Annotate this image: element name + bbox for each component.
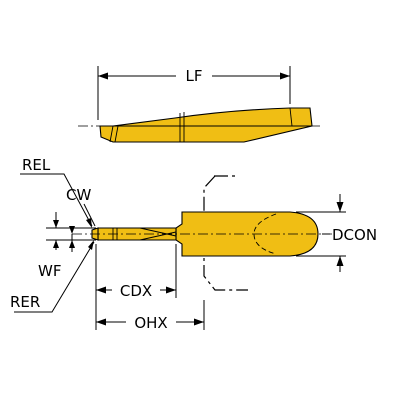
rel-annotation: REL <box>20 156 93 228</box>
cdx-label: CDX <box>120 282 152 300</box>
ohx-arrow-right <box>194 318 204 326</box>
ohx-label: OHX <box>134 314 167 332</box>
dcon-arrow-bottom <box>336 256 344 266</box>
cw-arrow-bottom <box>53 240 59 248</box>
lf-dimension: LF <box>97 64 291 120</box>
cdx-arrow-right <box>166 286 176 294</box>
neck-taper-1 <box>139 227 177 237</box>
rer-leader <box>14 241 95 313</box>
ohx-arrow-left <box>96 318 106 326</box>
lf-label-bg <box>176 64 212 86</box>
cw-annotation: CW <box>66 186 96 227</box>
dcon-dimension: DCON <box>296 194 377 272</box>
holder-phantom-bottom <box>203 240 248 291</box>
ohx-label-bg <box>126 312 176 332</box>
cw-label: CW <box>66 186 91 204</box>
top-view-tip <box>99 125 313 143</box>
ohx-dimension: OHX <box>96 300 205 332</box>
cdx-arrow-left <box>96 286 106 294</box>
cdx-label-bg <box>112 280 160 300</box>
holder-phantom-top <box>203 175 216 228</box>
wf-arrow-top <box>69 226 75 234</box>
top-view-end-edge <box>289 107 293 127</box>
side-view <box>72 175 332 291</box>
cw-label-leader <box>83 203 96 227</box>
top-view <box>78 107 320 143</box>
cdx-dimension: CDX <box>95 244 177 330</box>
lf-label: LF <box>186 67 203 85</box>
rer-annotation: RER <box>10 240 95 313</box>
rel-leader <box>20 173 93 227</box>
dcon-arrow-top <box>336 202 344 212</box>
rer-label: RER <box>10 293 40 311</box>
bore-hidden-line <box>253 213 277 255</box>
top-view-body <box>100 107 313 127</box>
dcon-label: DCON <box>332 226 377 244</box>
lf-arrow-left <box>98 72 108 80</box>
wf-label: WF <box>38 262 61 280</box>
neck-taper-2 <box>139 231 177 241</box>
top-view-tip-edge-2 <box>114 125 119 143</box>
cw-arrow-top <box>53 220 59 228</box>
lf-arrow-right <box>280 72 290 80</box>
wf-arrow <box>69 240 75 248</box>
cw-wf-dimension: WF <box>38 212 96 280</box>
rel-arrow <box>86 218 92 228</box>
top-view-tip-edge <box>109 125 114 143</box>
rer-arrow <box>88 240 94 250</box>
rel-label: REL <box>22 156 51 174</box>
